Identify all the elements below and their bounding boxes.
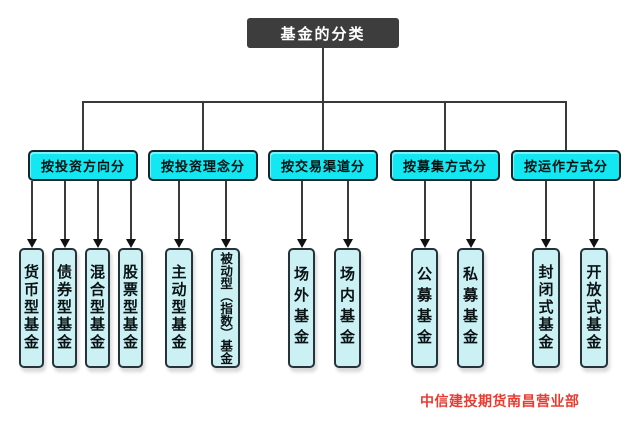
watermark-text: 中信建投期货南昌营业部: [420, 394, 580, 410]
leaf-box: 主动型基金: [165, 248, 193, 368]
leaf-box-label: 货币型基金: [22, 264, 40, 352]
leaf-box: 私募基金: [457, 248, 484, 368]
connector-leaf-arrow: [300, 181, 303, 239]
connector-leaf-arrow: [224, 181, 227, 239]
arrow-down-icon: [342, 239, 353, 248]
leaf-box: 封闭式基金: [532, 248, 560, 368]
connector-leaf-arrow: [30, 181, 33, 239]
connector-leaf-arrow: [129, 181, 132, 239]
arrow-down-icon: [26, 239, 37, 248]
category-box: 按交易渠道分: [268, 150, 378, 181]
leaf-box: 混合型基金: [85, 248, 110, 368]
connector-leaf-arrow: [593, 181, 595, 239]
connector-leaf-arrow: [178, 181, 180, 239]
connector-category-drop: [82, 101, 84, 150]
leaf-box-label: 混合型基金: [88, 264, 106, 352]
category-box: 按募集方式分: [390, 150, 500, 181]
arrow-down-icon: [174, 239, 184, 248]
connector-category-drop: [202, 101, 204, 150]
leaf-box: 公募基金: [411, 248, 438, 368]
leaf-box-label: 公募基金: [415, 266, 433, 350]
leaf-box: 场内基金: [334, 248, 361, 368]
leaf-box-label: 私募基金: [461, 266, 479, 350]
connector-root-stem: [322, 48, 324, 103]
connector-leaf-arrow: [423, 181, 426, 239]
arrow-down-icon: [59, 239, 70, 248]
leaf-box-label: 主动型基金: [169, 264, 188, 352]
connector-category-drop: [322, 101, 324, 150]
connector-category-drop: [565, 101, 567, 150]
leaf-box-label: 场外基金: [292, 266, 310, 350]
leaf-box: 货币型基金: [19, 248, 44, 368]
leaf-box: 股票型基金: [118, 248, 143, 368]
connector-category-drop: [444, 101, 446, 150]
leaf-box-label: 场内基金: [338, 266, 356, 350]
leaf-box: 债券型基金: [52, 248, 77, 368]
connector-leaf-arrow: [346, 181, 349, 239]
leaf-box-label: 开放式基金: [584, 264, 603, 352]
connector-leaf-arrow: [545, 181, 547, 239]
arrow-down-icon: [465, 239, 476, 248]
connector-leaf-arrow: [469, 181, 472, 239]
arrow-down-icon: [419, 239, 430, 248]
leaf-box: 被动型（指数）基金: [211, 248, 240, 368]
arrow-down-icon: [296, 239, 307, 248]
leaf-box-label: 债券型基金: [55, 264, 73, 352]
category-box: 按投资理念分: [148, 150, 258, 181]
connector-rail: [82, 101, 567, 103]
category-box: 按投资方向分: [28, 150, 138, 181]
arrow-down-icon: [92, 239, 103, 248]
connector-leaf-arrow: [63, 181, 66, 239]
connector-leaf-arrow: [96, 181, 99, 239]
arrow-down-icon: [541, 239, 551, 248]
diagram-root-node: 基金的分类: [247, 18, 399, 48]
leaf-box: 开放式基金: [580, 248, 608, 368]
arrow-down-icon: [220, 239, 231, 248]
leaf-box-label: 封闭式基金: [536, 264, 555, 352]
category-box: 按运作方式分: [511, 150, 621, 181]
arrow-down-icon: [125, 239, 136, 248]
leaf-box: 场外基金: [288, 248, 315, 368]
arrow-down-icon: [589, 239, 599, 248]
leaf-box-label: 股票型基金: [121, 264, 139, 352]
leaf-box-label: 被动型（指数）基金: [218, 251, 234, 365]
